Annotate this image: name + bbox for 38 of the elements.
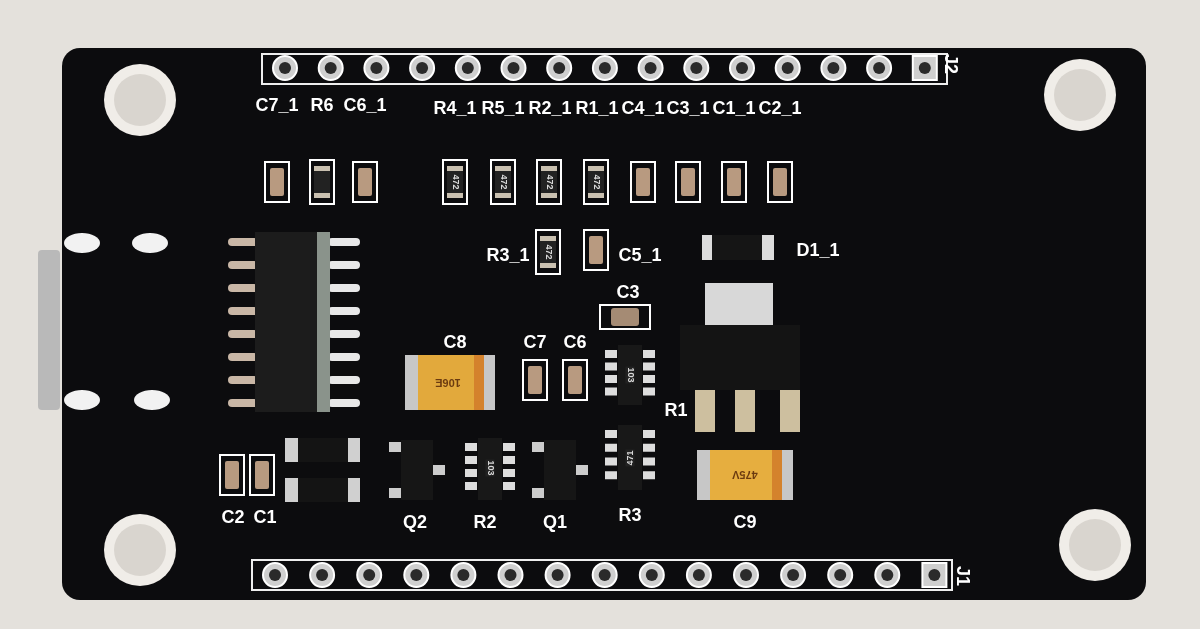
- component-marking: 471: [625, 449, 635, 467]
- silkscreen-label: R3: [618, 503, 642, 527]
- silkscreen-label: C3: [616, 280, 640, 304]
- silkscreen-label: C2_1: [758, 96, 802, 120]
- silkscreen-label: R5_1: [481, 96, 525, 120]
- silkscreen-label: C7_1: [255, 93, 299, 117]
- silkscreen-label: R6: [310, 93, 334, 117]
- silkscreen-label: R4_1: [433, 96, 477, 120]
- silkscreen-label: J1: [951, 566, 974, 586]
- component-marking: 472: [498, 173, 508, 191]
- silkscreen-label: C6: [563, 330, 587, 354]
- component-marking: 472: [544, 173, 554, 191]
- component-marking: 475V: [732, 468, 758, 480]
- component-marking: 472: [543, 243, 553, 261]
- silkscreen-label: D1_1: [796, 238, 840, 262]
- silkscreen-label: R3_1: [486, 243, 530, 267]
- component-marking: 106E: [435, 376, 461, 388]
- silkscreen-label: R2: [473, 510, 497, 534]
- component-marking: 472: [450, 173, 460, 191]
- component-marking: 103: [485, 459, 495, 477]
- silkscreen-label: C4_1: [621, 96, 665, 120]
- silkscreen-label: C1_1: [712, 96, 756, 120]
- component-marking: 103: [625, 366, 635, 384]
- silkscreen-label: J2: [939, 54, 962, 74]
- silkscreen-label: R2_1: [528, 96, 572, 120]
- silkscreen-label: C2: [221, 505, 245, 529]
- silkscreen-label: R1: [664, 398, 688, 422]
- component-marking: 472: [591, 173, 601, 191]
- silkscreen-label: C9: [733, 510, 757, 534]
- silkscreen-label: Q2: [403, 510, 427, 534]
- silkscreen-label: C3_1: [666, 96, 710, 120]
- silkscreen-label: C5_1: [618, 243, 662, 267]
- silkscreen-label: R1_1: [575, 96, 619, 120]
- silkscreen-label: C6_1: [343, 93, 387, 117]
- silkscreen-label: C8: [443, 330, 467, 354]
- silkscreen-label: Q1: [543, 510, 567, 534]
- silkscreen-label: C7: [523, 330, 547, 354]
- silkscreen-label: C1: [253, 505, 277, 529]
